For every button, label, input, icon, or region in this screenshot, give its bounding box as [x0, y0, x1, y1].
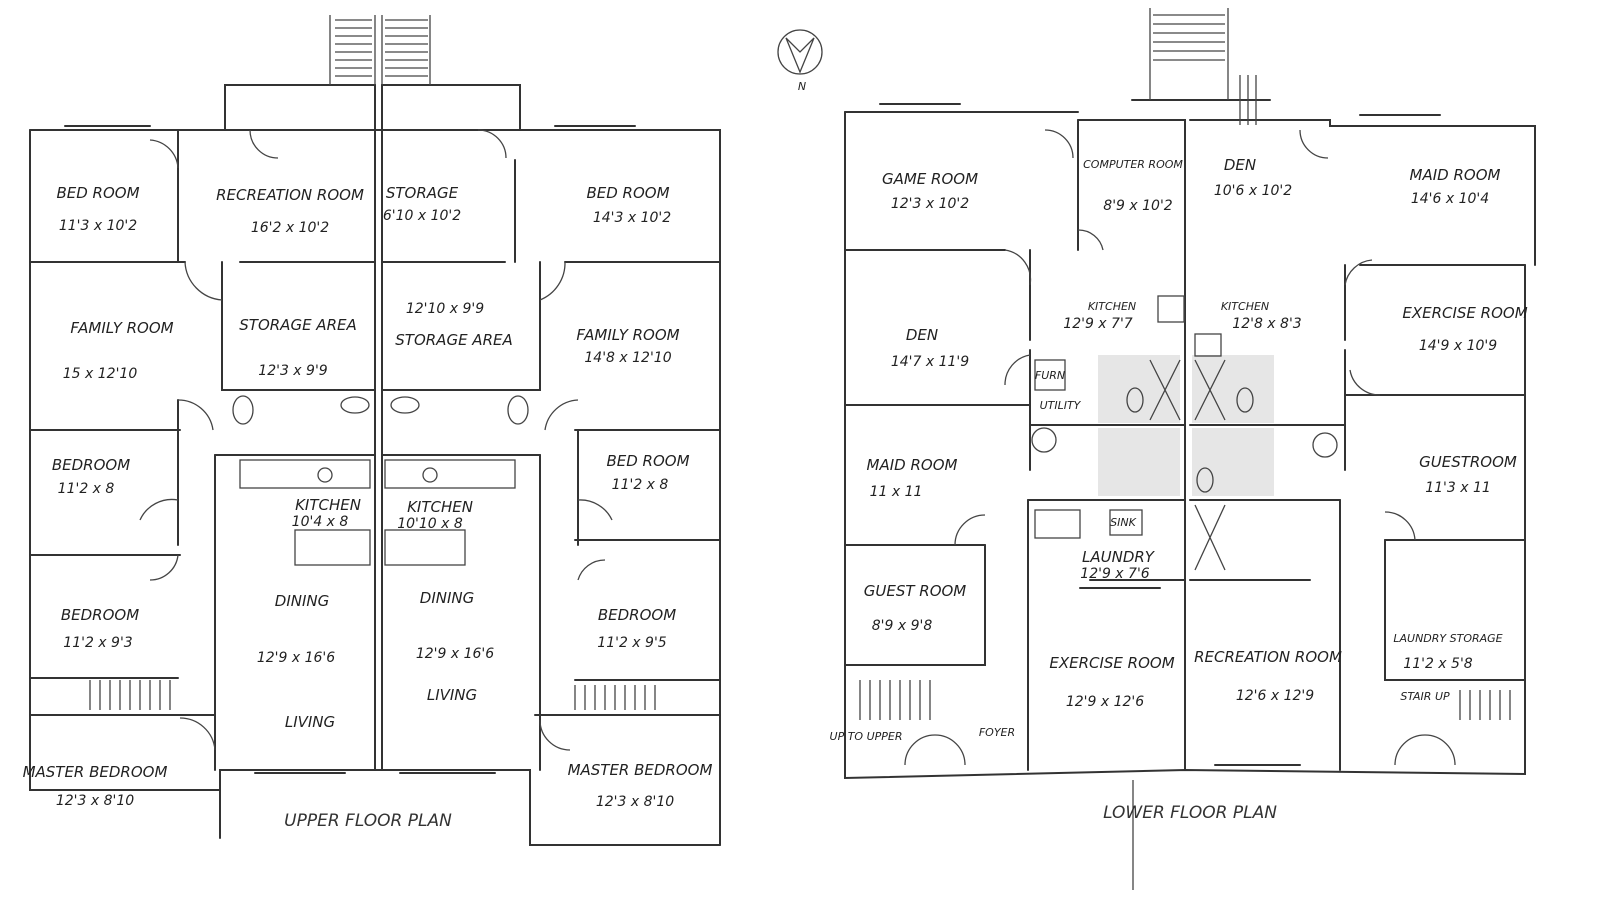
room-dimensions: 12'3 x 10'2 — [891, 196, 969, 212]
upper-room-labels: BED ROOM 11'3 x 10'2 RECREATION ROOM 16'… — [23, 184, 713, 831]
room-dimensions: 11'2 x 5'8 — [1403, 656, 1473, 672]
room-name: DINING — [275, 592, 329, 610]
room-dimensions: 12'3 x 8'10 — [56, 793, 134, 809]
furnace-label: FURN — [1035, 369, 1065, 382]
room-dimensions: 14'8 x 12'10 — [584, 350, 671, 366]
room-name: GUESTROOM — [1419, 453, 1517, 471]
upper-floor-walls — [29, 15, 721, 846]
room-dimensions: 11 x 11 — [870, 484, 923, 500]
foyer-label: FOYER — [979, 726, 1015, 739]
room-dimensions: 11'2 x 8 — [612, 477, 669, 493]
room-dimensions: 12'3 x 9'9 — [258, 363, 328, 379]
room-name: LAUNDRY STORAGE — [1393, 632, 1502, 645]
room-dimensions: 12'6 x 12'9 — [1236, 688, 1314, 704]
room-name: EXERCISE ROOM — [1402, 304, 1527, 322]
room-dimensions: 12'8 x 8'3 — [1232, 316, 1301, 332]
room-name: KITCHEN — [295, 496, 361, 514]
stair-up-label: STAIR UP — [1400, 690, 1450, 703]
room-name: LAUNDRY — [1082, 548, 1156, 566]
utility-label: UTILITY — [1040, 399, 1082, 412]
room-dimensions: 11'2 x 8 — [58, 481, 115, 497]
room-dimensions: 11'2 x 9'3 — [63, 635, 132, 651]
room-name: FAMILY ROOM — [70, 319, 173, 337]
room-name: MASTER BEDROOM — [23, 763, 168, 781]
room-dimensions: 11'3 x 10'2 — [59, 218, 137, 234]
room-name: BEDROOM — [61, 606, 139, 624]
room-dimensions: 15 x 12'10 — [63, 366, 138, 382]
room-dimensions: 12'9 x 12'6 — [1066, 694, 1144, 710]
room-name: STORAGE — [386, 184, 459, 202]
room-dimensions: 14'7 x 11'9 — [891, 354, 969, 370]
room-name: BEDROOM — [52, 456, 130, 474]
sink-label: SINK — [1110, 516, 1136, 529]
room-name: KITCHEN — [407, 498, 473, 516]
north-label: N — [798, 80, 806, 93]
room-name: BED ROOM — [586, 184, 669, 202]
room-dimensions: 12'3 x 8'10 — [596, 794, 674, 810]
room-name: BEDROOM — [598, 606, 676, 624]
room-name: FAMILY ROOM — [576, 326, 679, 344]
room-name: GUEST ROOM — [864, 582, 967, 600]
room-name: LIVING — [427, 686, 477, 704]
room-name: DINING — [420, 589, 474, 607]
room-dimensions: 10'6 x 10'2 — [1214, 183, 1292, 199]
room-dimensions: 6'10 x 10'2 — [383, 208, 461, 224]
room-name: EXERCISE ROOM — [1049, 654, 1174, 672]
room-dimensions: 12'9 x 16'6 — [257, 650, 335, 666]
room-name: GAME ROOM — [882, 170, 978, 188]
lower-room-labels: GAME ROOM 12'3 x 10'2 COMPUTER ROOM 8'9 … — [830, 156, 1528, 823]
room-dimensions: 11'3 x 11 — [1425, 480, 1491, 496]
up-to-upper-label: UP TO UPPER — [830, 730, 903, 743]
room-name: LIVING — [285, 713, 335, 731]
room-name: KITCHEN — [1221, 300, 1269, 313]
room-dimensions: 11'2 x 9'5 — [597, 635, 667, 651]
room-name: KITCHEN — [1088, 300, 1136, 313]
room-name: DEN — [1224, 156, 1256, 174]
room-name: DEN — [906, 326, 938, 344]
room-dimensions: 16'2 x 10'2 — [251, 220, 329, 236]
room-name: RECREATION ROOM — [1194, 648, 1342, 666]
room-name: BED ROOM — [606, 452, 689, 470]
north-arrow-icon — [777, 29, 823, 75]
room-dimensions: 10'4 x 8 — [292, 514, 349, 530]
room-name: STORAGE AREA — [395, 331, 512, 349]
lower-floor-walls — [844, 8, 1536, 890]
room-dimensions: 10'10 x 8 — [397, 516, 463, 532]
room-dimensions: 14'6 x 10'4 — [1411, 191, 1489, 207]
room-dimensions: 14'3 x 10'2 — [593, 210, 671, 226]
upper-floor-plan-title: UPPER FLOOR PLAN — [284, 811, 452, 831]
room-name: STORAGE AREA — [239, 316, 356, 334]
room-dimensions: 8'9 x 9'8 — [872, 618, 933, 634]
room-dimensions: 8'9 x 10'2 — [1103, 198, 1173, 214]
lower-floor-plan-title: LOWER FLOOR PLAN — [1103, 803, 1277, 823]
room-name: MAID ROOM — [867, 456, 958, 474]
room-name: MAID ROOM — [1410, 166, 1501, 184]
room-name: RECREATION ROOM — [216, 186, 364, 204]
room-name: MASTER BEDROOM — [568, 761, 713, 779]
room-dimensions: 14'9 x 10'9 — [1419, 338, 1497, 354]
room-dimensions: 12'10 x 9'9 — [406, 301, 484, 317]
room-dimensions: 12'9 x 7'6 — [1080, 566, 1150, 582]
room-name: COMPUTER ROOM — [1083, 158, 1183, 171]
room-name: BED ROOM — [56, 184, 139, 202]
room-dimensions: 12'9 x 16'6 — [416, 646, 494, 662]
room-dimensions: 12'9 x 7'7 — [1063, 316, 1133, 332]
